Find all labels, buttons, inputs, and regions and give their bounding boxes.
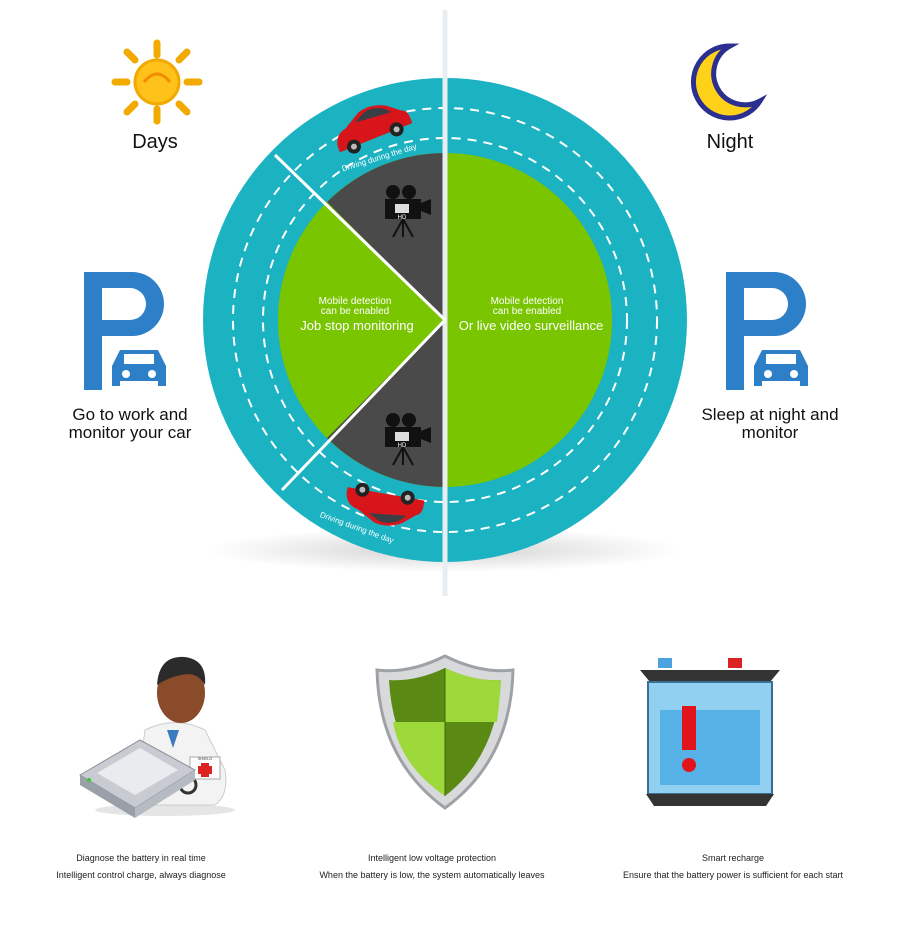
moon-icon — [690, 43, 768, 121]
feature-diagnose-line2: Intelligent control charge, always diagn… — [56, 870, 226, 880]
left-caption: Go to work and monitor your car — [40, 406, 220, 442]
parking-sign-right-icon — [726, 272, 808, 390]
day-small-line2: can be enabled — [321, 306, 389, 317]
divider-top-left — [273, 153, 447, 322]
feature-protection-line2: When the battery is low, the system auto… — [319, 870, 545, 880]
left-caption-line1: Go to work and — [72, 405, 188, 424]
night-small-line1: Mobile detection — [491, 296, 564, 307]
dark-wedge-top — [327, 153, 445, 320]
night-main-text: Or live video surveillance — [459, 318, 604, 333]
sun-icon — [111, 39, 203, 125]
day-small-line1: Mobile detection — [319, 296, 392, 307]
camera-top-icon — [385, 185, 431, 238]
day-main-text: Job stop monitoring — [300, 318, 413, 333]
night-small-line2: can be enabled — [493, 306, 561, 317]
doctor-icon: SHIELD — [79, 656, 235, 818]
road-lane-inner — [262, 137, 628, 503]
right-caption-line1: Sleep at night and — [701, 405, 839, 424]
divider-bottom-left — [280, 318, 447, 492]
day-night-wheel: HD HD Driving during the day Driving dur… — [203, 10, 687, 596]
feature-recharge-line1: Smart recharge — [701, 853, 765, 863]
parking-sign-left-icon — [84, 272, 166, 390]
doctor-badge-text: SHIELD — [198, 756, 213, 761]
car-top-icon — [337, 105, 413, 154]
right-caption: Sleep at night and monitor — [680, 406, 860, 442]
camera-top-badge: HD — [398, 215, 407, 221]
shield-icon — [375, 654, 515, 810]
feature-caption-recharge: Smart recharge Ensure that the battery p… — [593, 850, 873, 884]
night-label: Night — [706, 131, 754, 153]
camera-bottom-icon — [385, 413, 431, 466]
battery-icon — [640, 658, 780, 806]
feature-protection-line1: Intelligent low voltage protection — [367, 853, 497, 863]
feature-caption-protection: Intelligent low voltage protection When … — [292, 850, 572, 884]
car-bottom-icon — [346, 482, 425, 526]
feature-caption-diagnose: Diagnose the battery in real time Intell… — [1, 850, 281, 884]
left-caption-line2: monitor your car — [68, 423, 192, 442]
camera-bottom-badge: HD — [398, 443, 407, 449]
feature-diagnose-line1: Diagnose the battery in real time — [76, 853, 206, 863]
days-label: Days — [132, 131, 178, 153]
feature-recharge-line2: Ensure that the battery power is suffici… — [623, 870, 843, 880]
right-caption-line2: monitor — [741, 423, 799, 442]
